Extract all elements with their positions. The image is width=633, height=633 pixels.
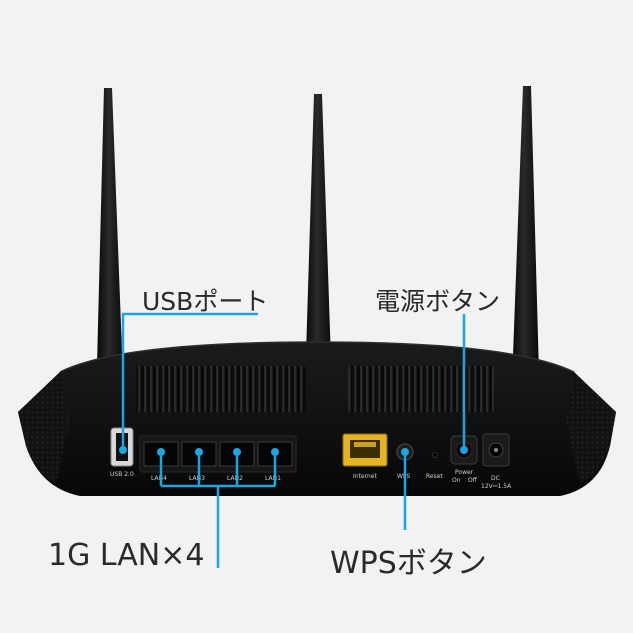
power-button-callout: 電源ボタン — [375, 287, 501, 316]
internet-port-label: Internet — [353, 473, 377, 480]
lan1-label: LAN1 — [265, 475, 281, 482]
dc-rating-label: 12V⎓1.5A — [481, 483, 512, 490]
lan2-label: LAN2 — [227, 475, 243, 482]
internet-port — [342, 433, 388, 467]
callout-dots — [119, 446, 468, 456]
reset-hole — [432, 452, 438, 458]
usb-port-label: USB 2.0 — [110, 471, 134, 478]
power-on-label: On — [452, 477, 461, 484]
antenna-center — [304, 94, 333, 420]
power-label: Power — [455, 469, 474, 476]
usb-port-callout: USBポート — [142, 287, 269, 316]
lan4-label: LAN4 — [151, 475, 167, 482]
dc-label: DC — [491, 475, 500, 482]
lan3-label: LAN3 — [189, 475, 205, 482]
dc-jack — [482, 433, 510, 467]
power-off-label: Off — [468, 477, 478, 484]
antenna-right — [511, 86, 540, 410]
callout-lines — [121, 312, 466, 568]
wps-button-callout: WPSボタン — [330, 546, 487, 581]
antenna-left — [96, 88, 124, 405]
lan-ports-callout: 1G LAN×4 — [48, 538, 205, 573]
reset-label: Reset — [426, 473, 443, 480]
router-body — [18, 341, 616, 496]
